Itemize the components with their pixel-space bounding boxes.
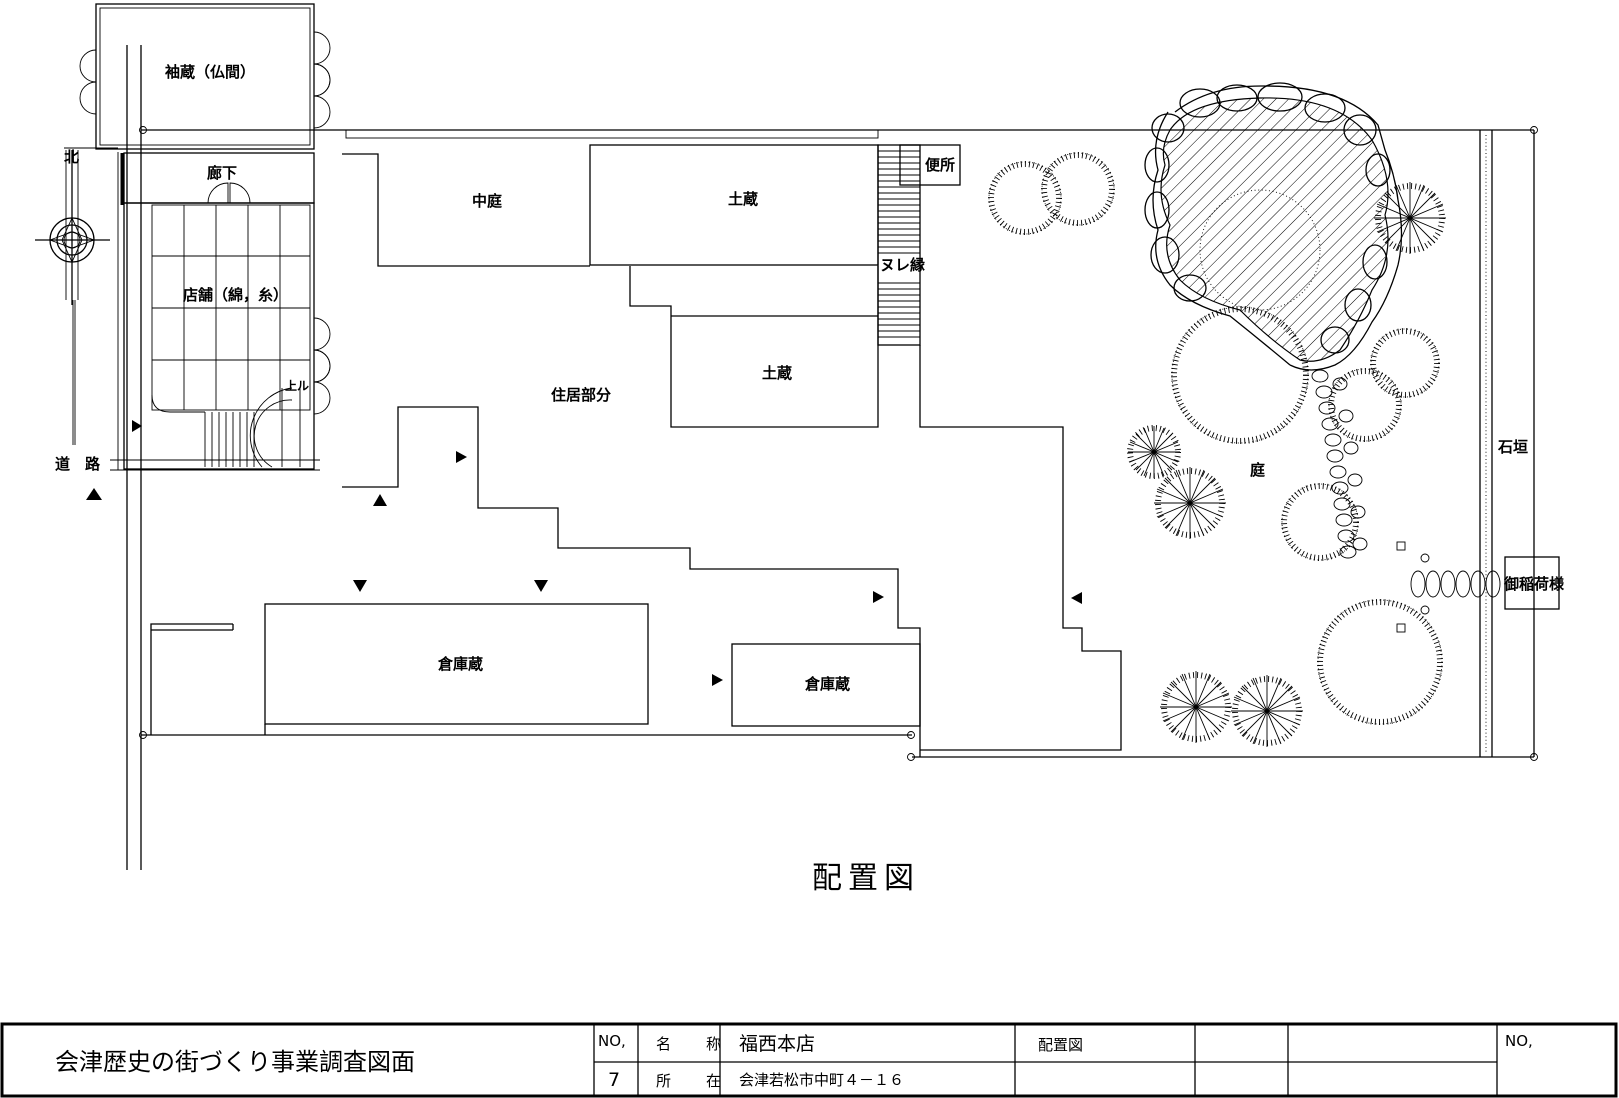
title-block — [0, 1022, 1618, 1098]
living-area-label: 住居部分 — [551, 386, 611, 404]
garden-label: 庭 — [1250, 461, 1266, 479]
shop-building — [123, 202, 331, 470]
tree-icon — [1160, 671, 1232, 743]
veranda — [877, 144, 921, 346]
road-label: 道 路 — [55, 455, 101, 473]
inari-shrine — [1504, 556, 1560, 610]
arrow-icon — [712, 674, 723, 686]
arrow-icon — [373, 494, 387, 506]
courtyard-label: 中庭 — [472, 192, 503, 210]
no-value: 7 — [608, 1069, 620, 1091]
arrow-icon — [534, 580, 548, 592]
arrow-icon — [1071, 592, 1082, 604]
toilet — [899, 144, 961, 186]
inari-shrine-label: 御稲荷様 — [1503, 575, 1565, 593]
warehouse-1 — [150, 603, 649, 735]
shop-label: 店舗（綿，糸） — [183, 286, 288, 304]
no-label: NO, — [598, 1032, 626, 1050]
arrow-icon — [132, 420, 142, 432]
dozo-2-label: 土蔵 — [762, 364, 792, 382]
warehouse-2-label: 倉庫蔵 — [804, 675, 850, 693]
agaru-label: 上ル — [285, 378, 309, 393]
garden-pond — [1144, 82, 1403, 371]
toilet-label: 便所 — [925, 156, 955, 174]
tree-icon — [1127, 425, 1181, 479]
dozo-1-label: 土蔵 — [728, 190, 758, 208]
project-title: 会津歴史の街づくり事業調査図面 — [55, 1048, 415, 1076]
arrow-icon — [456, 451, 467, 463]
north-arrow-icon — [35, 150, 110, 305]
veranda-label: ヌレ縁 — [880, 256, 925, 274]
location-value: 会津若松市中町４－１６ — [739, 1071, 904, 1089]
sheet-title: 配置図 — [1038, 1036, 1083, 1054]
stone-wall — [1479, 130, 1493, 757]
garden-trees — [988, 152, 1443, 725]
stone-wall-label: 石垣 — [1497, 438, 1528, 456]
entrance-arrows — [86, 420, 1082, 686]
living-area — [342, 345, 1122, 757]
corridor-label: 廊下 — [207, 164, 237, 182]
sodegura-label: 袖蔵（仏間） — [165, 63, 255, 81]
sodegura-building — [79, 3, 331, 150]
north-label: 北 — [64, 148, 79, 166]
arrow-icon — [86, 488, 102, 500]
stepping-stones — [1311, 369, 1501, 633]
courtyard — [342, 153, 590, 267]
no-label-right: NO, — [1505, 1032, 1533, 1050]
arrow-icon — [353, 580, 367, 592]
arrow-icon — [873, 591, 884, 603]
tree-icon — [1154, 467, 1226, 539]
radial-trees — [1127, 182, 1446, 747]
warehouse-2 — [731, 643, 921, 727]
warehouse-1-label: 倉庫蔵 — [437, 655, 483, 673]
location-label: 所 在 — [656, 1072, 731, 1090]
name-label: 名 称 — [656, 1035, 731, 1053]
tree-icon — [1231, 675, 1303, 747]
dozo-2 — [629, 266, 879, 428]
street-edge — [64, 147, 320, 471]
name-value: 福西本店 — [739, 1033, 815, 1055]
tree-icon — [1374, 182, 1446, 254]
staircase — [151, 387, 301, 468]
drawing-title: 配置図 — [812, 861, 920, 896]
road — [126, 45, 142, 870]
